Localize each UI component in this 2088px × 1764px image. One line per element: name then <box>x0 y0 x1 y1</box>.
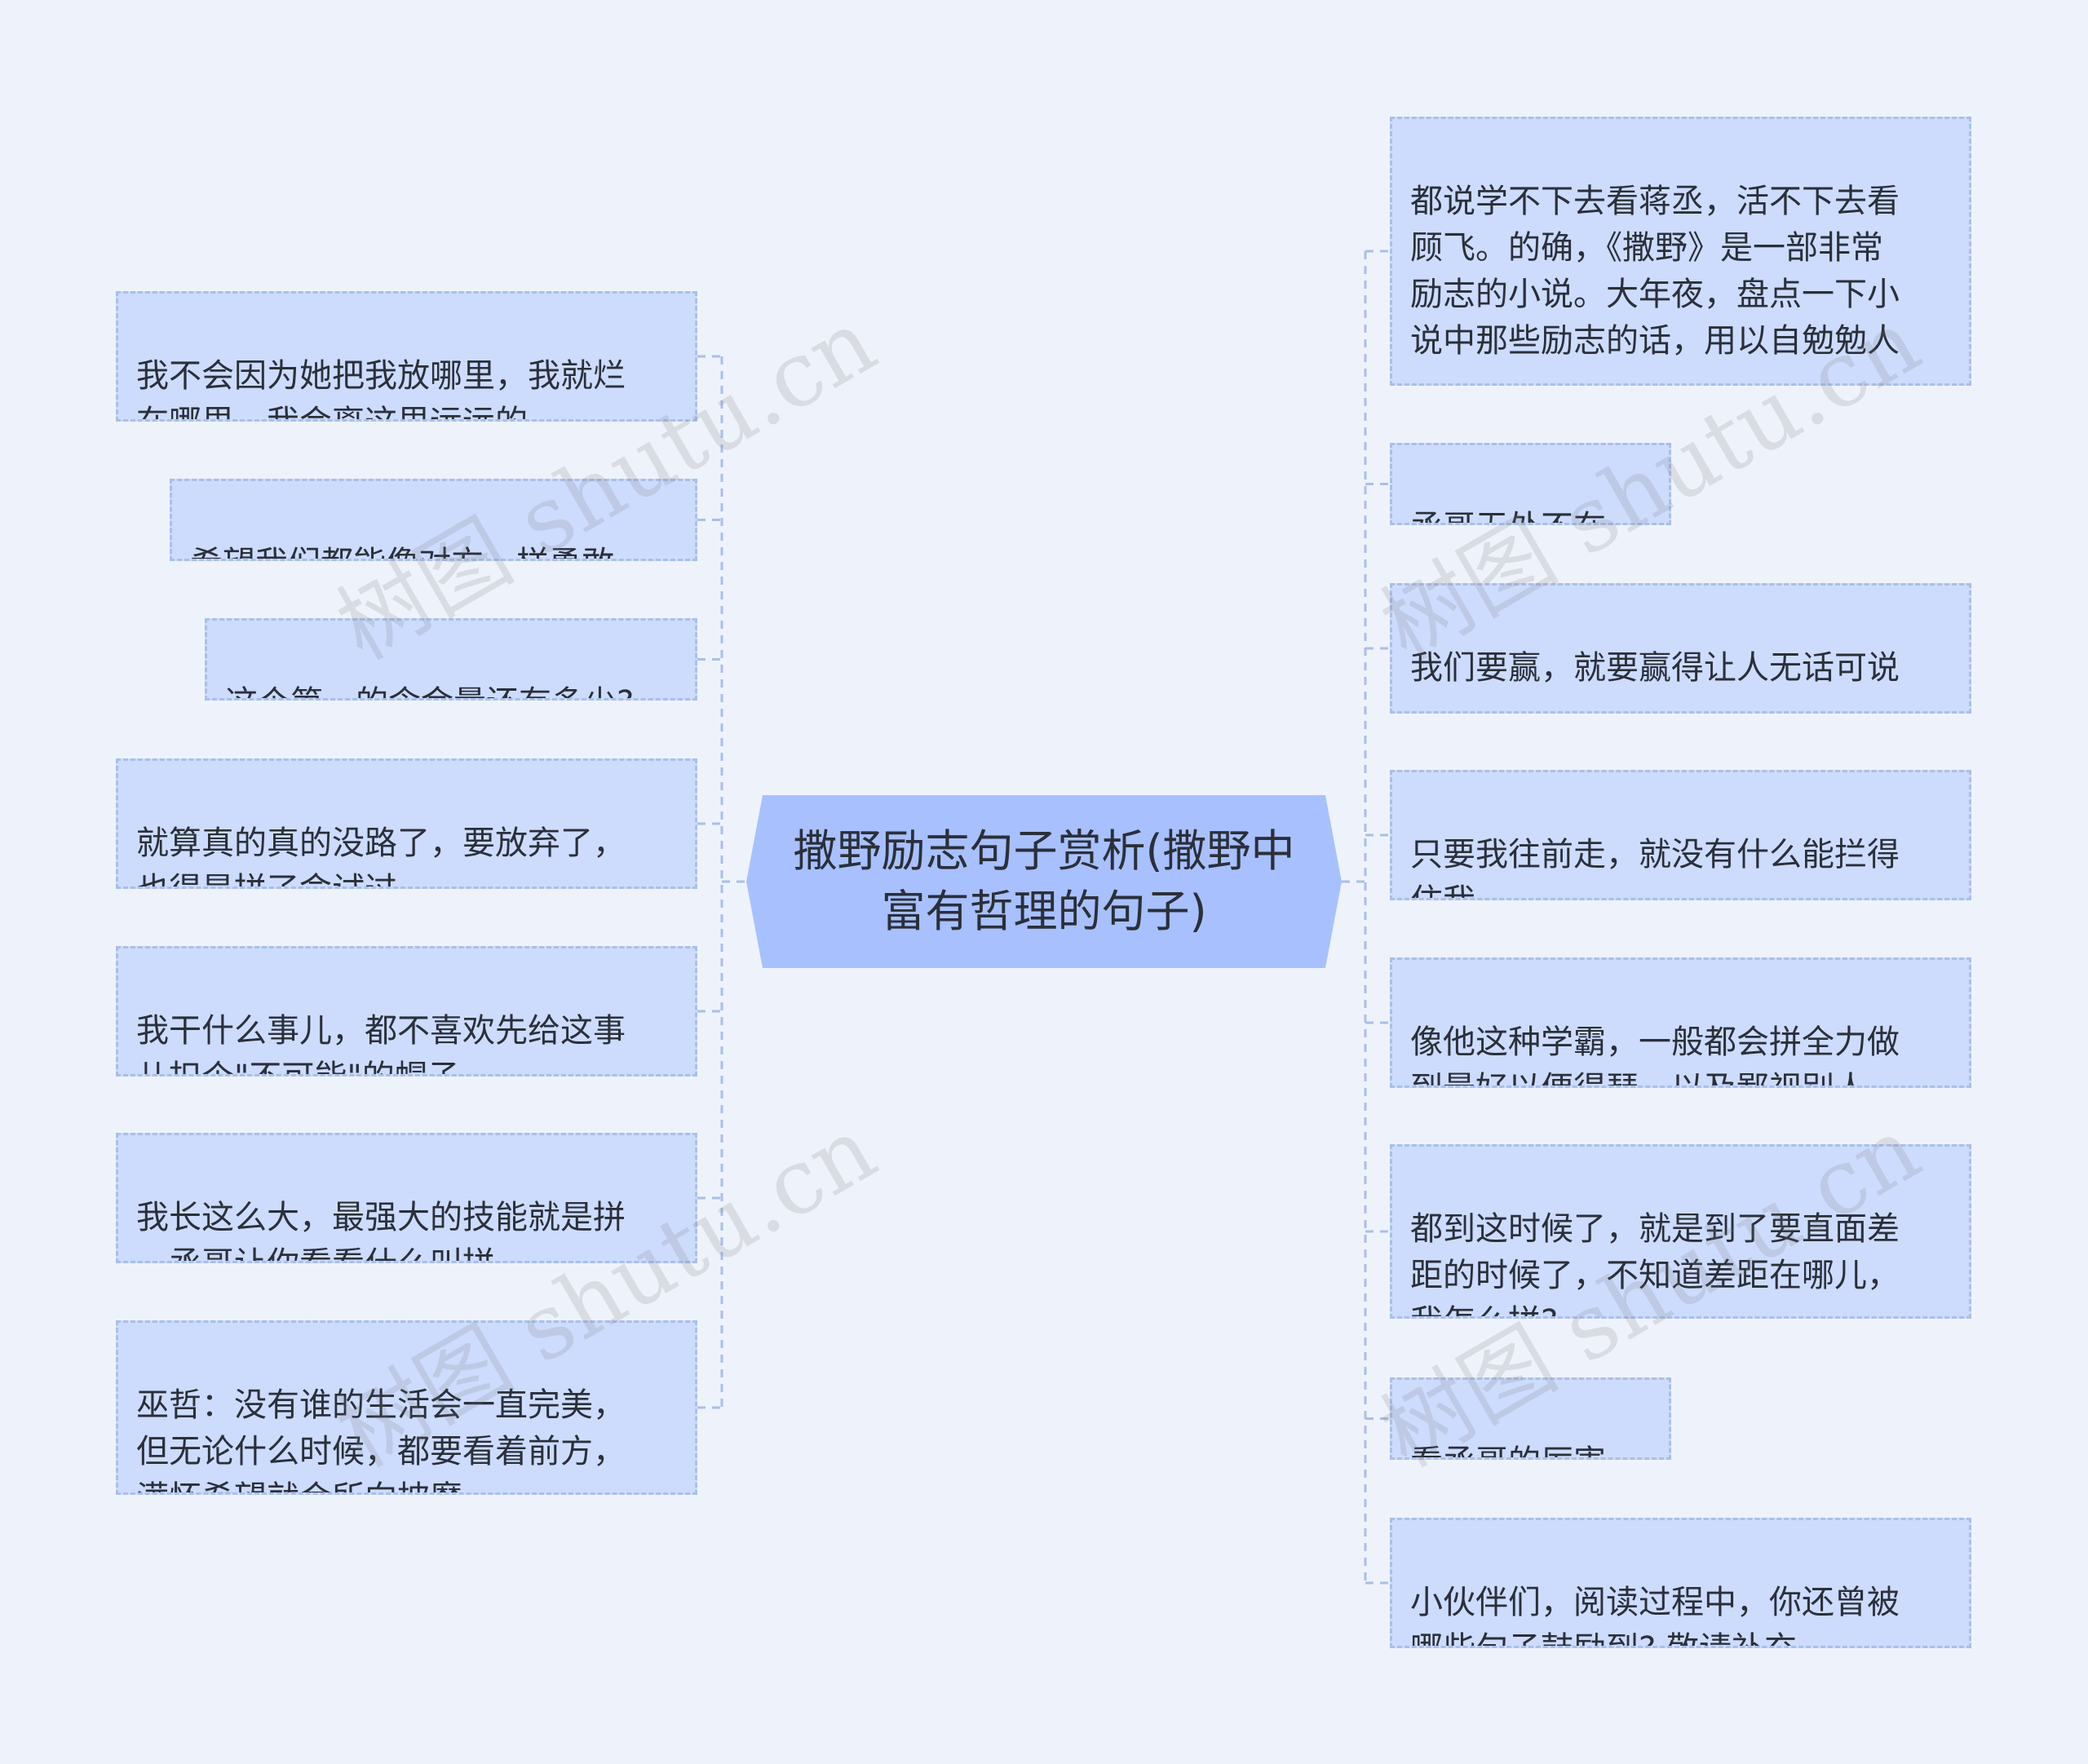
left-node-4[interactable]: 就算真的真的没路了，要放弃了， 也得是拼了命试过。 <box>116 758 697 889</box>
left-node-7[interactable]: 巫哲：没有谁的生活会一直完美， 但无论什么时候，都要看着前方， 满怀希望就会所向… <box>116 1320 697 1495</box>
right-node-6[interactable]: 都到这时候了，就是到了要直面差 距的时候了，不知道差距在哪儿， 我怎么拼? <box>1390 1144 1971 1319</box>
left-node-4-text: 就算真的真的没路了，要放弃了， 也得是拼了命试过。 <box>136 825 626 886</box>
right-node-7[interactable]: 看丞哥的厉害。 <box>1390 1377 1671 1460</box>
left-node-1[interactable]: 我不会因为她把我放哪里，我就烂 在哪里，我会离这里远远的。 <box>116 291 697 422</box>
right-node-8[interactable]: 小伙伴们，阅读过程中，你还曾被 哪些句子鼓励到? 敬请补充。 <box>1390 1518 1971 1648</box>
left-node-5[interactable]: 我干什么事儿，都不喜欢先给这事 儿扣个"不可能"的帽子。 <box>116 946 697 1077</box>
right-node-1-text: 都说学不下去看蒋丞，活不下去看 顾飞。的确，《撒野》是一部非常 励志的小说。大年… <box>1410 183 1900 383</box>
left-node-2[interactable]: 希望我们都能像对方一样勇敢。 <box>170 479 697 561</box>
right-node-7-text: 看丞哥的厉害。 <box>1410 1443 1639 1457</box>
left-node-6[interactable]: 我长这么大，最强大的技能就是拼 ，丞哥让你看看什么叫拼。 <box>116 1133 697 1263</box>
left-node-3-text: 这个第一的含金量还有多少? <box>225 684 634 698</box>
right-node-2[interactable]: 丞哥无处不在。 <box>1390 443 1671 525</box>
left-node-2-text: 希望我们都能像对方一样勇敢。 <box>190 545 647 559</box>
right-node-2-text: 丞哥无处不在。 <box>1410 509 1639 523</box>
right-node-5-text: 像他这种学霸，一般都会拼全力做 到最好以便得瑟，以及鄙视别人。 <box>1410 1023 1900 1085</box>
right-node-6-text: 都到这时候了，就是到了要直面差 距的时候了，不知道差距在哪儿， 我怎么拼? <box>1410 1210 1900 1316</box>
right-node-5[interactable]: 像他这种学霸，一般都会拼全力做 到最好以便得瑟，以及鄙视别人。 <box>1390 957 1971 1088</box>
left-node-6-text: 我长这么大，最强大的技能就是拼 ，丞哥让你看看什么叫拼。 <box>136 1199 626 1261</box>
right-node-4-text: 只要我往前走，就没有什么能拦得 住我。 <box>1410 836 1900 898</box>
central-topic[interactable]: 撒野励志句子赏析(撒野中富有哲理的句子) <box>746 795 1342 968</box>
right-node-1[interactable]: 都说学不下去看蒋丞，活不下去看 顾飞。的确，《撒野》是一部非常 励志的小说。大年… <box>1390 117 1971 386</box>
central-topic-label: 撒野励志句子赏析(撒野中富有哲理的句子) <box>793 825 1295 937</box>
right-node-8-text: 小伙伴们，阅读过程中，你还曾被 哪些句子鼓励到? 敬请补充。 <box>1410 1584 1900 1646</box>
right-node-4[interactable]: 只要我往前走，就没有什么能拦得 住我。 <box>1390 770 1971 900</box>
right-node-3[interactable]: 我们要赢，就要赢得让人无话可说 。 <box>1390 583 1971 714</box>
right-node-3-text: 我们要赢，就要赢得让人无话可说 。 <box>1410 649 1900 711</box>
left-node-1-text: 我不会因为她把我放哪里，我就烂 在哪里，我会离这里远远的。 <box>136 357 626 419</box>
left-node-5-text: 我干什么事儿，都不喜欢先给这事 儿扣个"不可能"的帽子。 <box>136 1012 626 1074</box>
left-node-3[interactable]: 这个第一的含金量还有多少? <box>205 618 697 701</box>
left-node-7-text: 巫哲：没有谁的生活会一直完美， 但无论什么时候，都要看着前方， 满怀希望就会所向… <box>136 1386 626 1492</box>
